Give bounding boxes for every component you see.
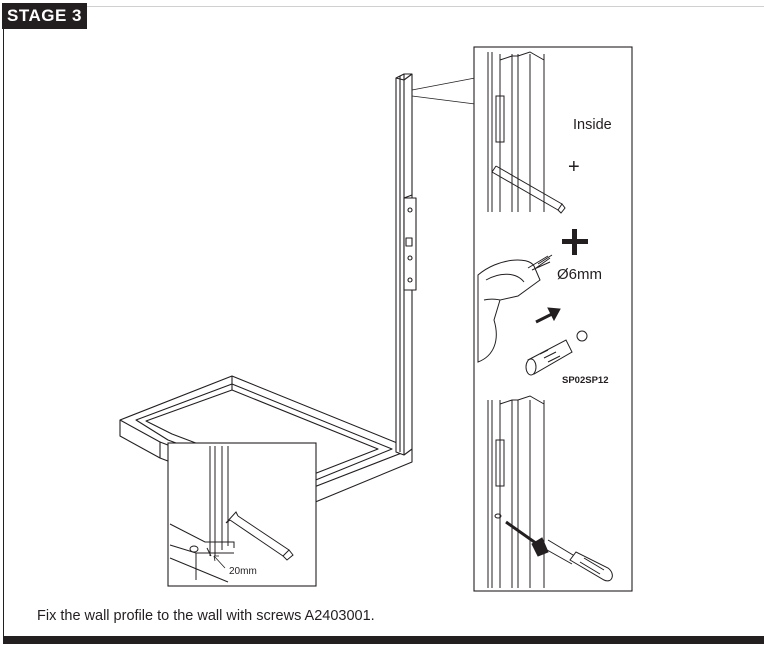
stage-label: STAGE 3 xyxy=(2,3,87,29)
drill-size-label: Ø6mm xyxy=(557,266,602,283)
inside-label: Inside xyxy=(573,117,612,133)
top-rule xyxy=(87,6,764,7)
left-rule xyxy=(3,29,4,638)
clearance-label: 20mm xyxy=(229,566,257,577)
part-code-label: SP02SP12 xyxy=(562,375,608,386)
wall-profile xyxy=(395,73,417,456)
inset-detail: 20mm xyxy=(167,442,317,587)
small-plus-sign: + xyxy=(568,156,580,178)
callout-panel: Inside + Ø6mm SP02SP12 xyxy=(473,46,633,592)
instruction-caption: Fix the wall profile to the wall with sc… xyxy=(37,608,375,624)
large-plus-icon xyxy=(562,229,588,255)
bottom-bar xyxy=(3,636,764,644)
